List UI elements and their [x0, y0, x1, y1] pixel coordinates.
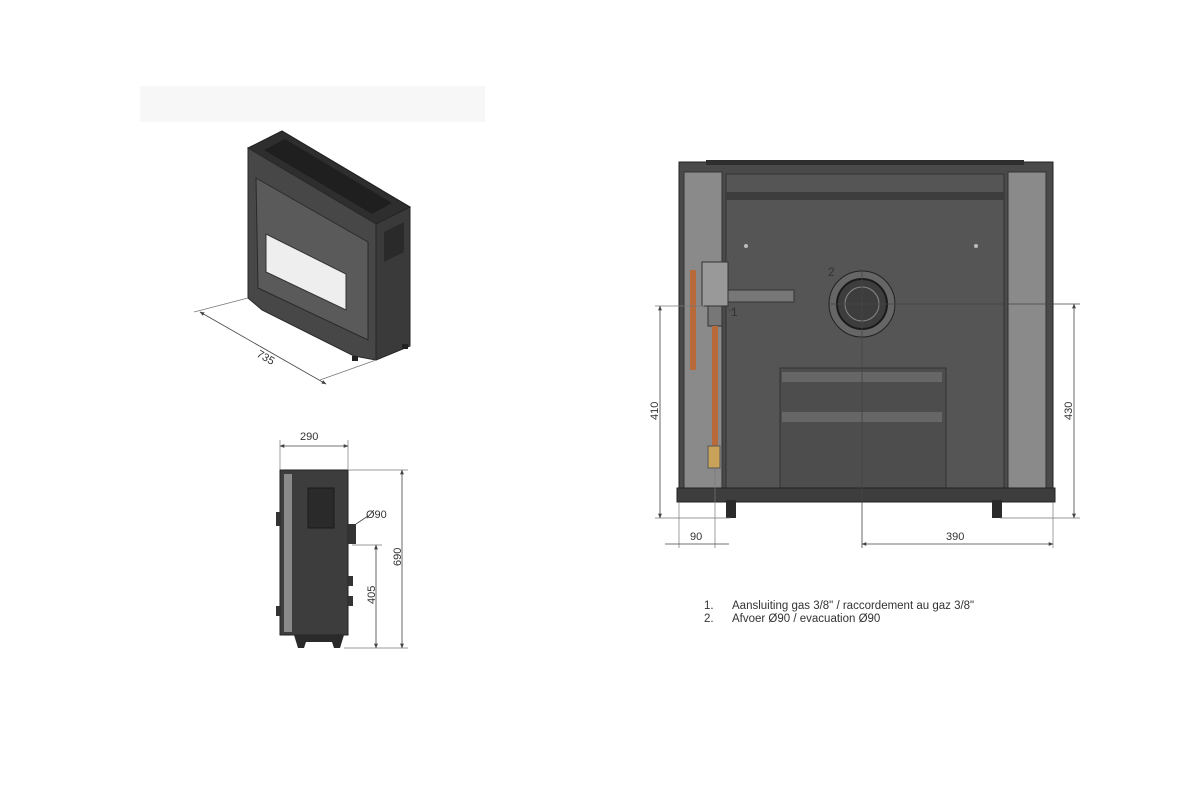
- gas-height-label: 410: [649, 402, 661, 420]
- side-flue-leader: [355, 515, 369, 525]
- gas-pipe: [712, 326, 718, 446]
- iso-foot: [352, 356, 358, 361]
- back-screw: [744, 244, 748, 248]
- back-screw: [974, 244, 978, 248]
- legend-text: Aansluiting gas 3/8" / raccordement au g…: [732, 600, 975, 612]
- iso-dimension-line: [199, 311, 327, 385]
- back-top-edge: [706, 160, 1024, 165]
- legend-number: 2.: [704, 613, 714, 625]
- back-foot: [726, 500, 736, 518]
- gas-callout: 1: [731, 305, 738, 319]
- iso-ext-line: [193, 297, 249, 313]
- flue-height-label: 430: [1063, 402, 1075, 420]
- side-fitting: [276, 512, 280, 526]
- iso-top-grille: [264, 139, 392, 214]
- side-flue-height-label: 405: [366, 586, 378, 604]
- back-bracket: [727, 289, 795, 303]
- iso-ext-line: [319, 359, 377, 381]
- back-foot: [992, 500, 1002, 518]
- gas-valve-body: [707, 305, 723, 327]
- back-lower-box: [779, 367, 947, 491]
- back-right-panel: [1007, 171, 1047, 491]
- iso-glass: [265, 233, 347, 311]
- gas-offset-label: 90: [690, 531, 702, 543]
- side-view: 290 690 405 Ø90: [276, 431, 408, 649]
- side-front-edge: [284, 474, 292, 632]
- back-base: [676, 487, 1056, 503]
- side-fitting: [348, 596, 353, 606]
- legend-item: 2. Afvoer Ø90 / evacuation Ø90: [704, 613, 974, 626]
- side-depth-label: 290: [300, 431, 318, 443]
- iso-foot: [402, 344, 408, 349]
- iso-side-hatch: [384, 222, 404, 262]
- isometric-view: 735: [193, 130, 412, 385]
- side-base: [294, 635, 344, 648]
- legend-item: 1. Aansluiting gas 3/8" / raccordement a…: [704, 600, 974, 613]
- side-height-label: 690: [392, 548, 404, 566]
- legend-text: Afvoer Ø90 / evacuation Ø90: [732, 613, 881, 625]
- gas-connection: [707, 445, 721, 469]
- side-fitting: [348, 576, 353, 586]
- faded-header-band: [140, 86, 485, 122]
- side-flue-stub: [348, 524, 356, 544]
- iso-width-label: 735: [255, 348, 277, 368]
- gas-valve: [701, 261, 729, 307]
- back-view: 1 2 410 430 90 390: [649, 160, 1080, 548]
- flue-offset-label: 390: [946, 531, 964, 543]
- flue-callout: 2: [828, 265, 835, 279]
- side-flue-dia-label: Ø90: [366, 509, 387, 521]
- back-top-rail: [726, 192, 1004, 200]
- side-hatch: [307, 487, 335, 529]
- gas-line: [690, 270, 696, 370]
- side-fitting: [276, 606, 280, 616]
- legend: 1. Aansluiting gas 3/8" / raccordement a…: [704, 600, 974, 626]
- legend-number: 1.: [704, 600, 714, 612]
